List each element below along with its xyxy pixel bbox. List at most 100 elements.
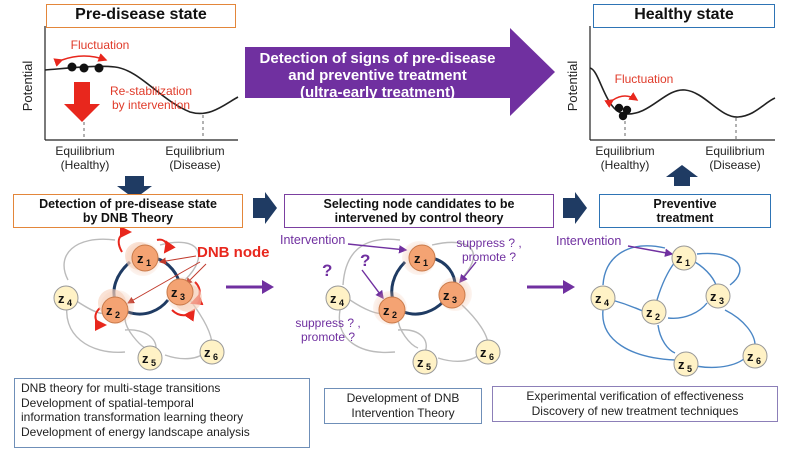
node-sub: 5 bbox=[687, 364, 692, 374]
node-z3: z bbox=[710, 289, 717, 304]
eq-disease-right: Equilibrium (Disease) bbox=[690, 144, 780, 172]
node-z6: z bbox=[747, 349, 754, 364]
eq-line2: (Disease) bbox=[709, 158, 761, 172]
eq-line2: (Healthy) bbox=[60, 158, 110, 172]
node-sub: 4 bbox=[67, 298, 72, 308]
node-z3: z bbox=[171, 285, 178, 300]
node-z5: z bbox=[417, 355, 424, 370]
eq-line2: (Healthy) bbox=[600, 158, 650, 172]
banner-line1: Detection of signs of pre-disease bbox=[259, 50, 496, 67]
node-z2: z bbox=[383, 303, 390, 318]
transition-arrow-1 bbox=[226, 280, 274, 294]
node-sub: 5 bbox=[426, 362, 431, 372]
step-preventive: Preventive treatment bbox=[599, 194, 771, 228]
step2-line2: intervened by control theory bbox=[334, 211, 504, 225]
info-line: Development of DNB bbox=[346, 391, 460, 405]
pre-disease-title: Pre-disease state bbox=[46, 4, 236, 28]
suppress-line2: promote ? bbox=[461, 250, 517, 264]
node-sub: 1 bbox=[423, 258, 428, 268]
node-sub: 2 bbox=[392, 310, 397, 320]
up-arrow bbox=[666, 165, 698, 186]
pre-disease-plot bbox=[44, 26, 239, 141]
suppress-promote-left: suppress ? , promote ? bbox=[283, 316, 373, 344]
eq-line1: Equilibrium bbox=[595, 144, 655, 158]
down-arrow bbox=[117, 176, 152, 199]
node-sub: 4 bbox=[604, 298, 609, 308]
step-selecting: Selecting node candidates to be interven… bbox=[284, 194, 554, 228]
node-sub: 1 bbox=[685, 258, 690, 268]
info-box-right: Experimental verification of effectivene… bbox=[492, 386, 778, 422]
info-line: DNB theory for multi-stage transitions bbox=[21, 381, 221, 395]
node-z3: z bbox=[443, 288, 450, 303]
flow-arrow-1 bbox=[253, 192, 277, 224]
network-dnb bbox=[53, 226, 225, 371]
node-z4: z bbox=[330, 291, 337, 306]
node-z5: z bbox=[142, 351, 149, 366]
eq-healthy-left: Equilibrium (Healthy) bbox=[40, 144, 130, 172]
node-sub: 6 bbox=[213, 352, 218, 362]
restabilization-line1: Re-stabilization bbox=[109, 84, 193, 98]
suppress-line1: suppress ? , bbox=[456, 236, 522, 250]
node-sub: 6 bbox=[756, 356, 761, 366]
node-sub: 2 bbox=[115, 310, 120, 320]
network-control bbox=[325, 238, 501, 375]
info-line: Discovery of new treatment techniques bbox=[531, 403, 739, 418]
transition-arrow-2 bbox=[527, 280, 575, 294]
potential-label-left: Potential bbox=[20, 61, 35, 112]
info-line: Intervention Theory bbox=[351, 405, 455, 420]
node-sub: 3 bbox=[719, 296, 724, 306]
banner-line2: and preventive treatment bbox=[288, 67, 467, 84]
suppress-line1: suppress ? , bbox=[295, 316, 361, 330]
banner-text: Detection of signs of pre-disease and pr… bbox=[245, 50, 510, 101]
question-mark: ? bbox=[360, 251, 370, 270]
eq-line2: (Disease) bbox=[169, 158, 221, 172]
healthy-plot bbox=[589, 26, 776, 141]
fluctuation-label-right: Fluctuation bbox=[614, 72, 674, 86]
info-line: Development of spatial-temporal bbox=[21, 395, 194, 410]
node-sub: 4 bbox=[339, 298, 344, 308]
node-sub: 5 bbox=[151, 358, 156, 368]
dnb-node-label: DNB node bbox=[197, 244, 270, 261]
node-z1: z bbox=[414, 251, 421, 266]
fluctuation-label-left: Fluctuation bbox=[70, 38, 130, 52]
eq-line1: Equilibrium bbox=[705, 144, 765, 158]
restabilization-arrow bbox=[64, 82, 100, 122]
banner-arrow bbox=[245, 28, 555, 116]
eq-healthy-right: Equilibrium (Healthy) bbox=[580, 144, 670, 172]
info-line: Experimental verification of effectivene… bbox=[526, 389, 744, 403]
healthy-title: Healthy state bbox=[593, 4, 775, 28]
node-z1: z bbox=[676, 251, 683, 266]
step3-line1: Preventive bbox=[653, 197, 717, 211]
suppress-line2: promote ? bbox=[300, 330, 356, 344]
node-z6: z bbox=[480, 345, 487, 360]
info-box-middle: Development of DNB Intervention Theory bbox=[324, 388, 482, 424]
suppress-promote-right: suppress ? , promote ? bbox=[446, 236, 532, 264]
node-sub: 2 bbox=[655, 312, 660, 322]
node-z1: z bbox=[137, 251, 144, 266]
node-sub: 3 bbox=[452, 295, 457, 305]
node-z2: z bbox=[646, 305, 653, 320]
step1-line1: Detection of pre-disease state bbox=[39, 197, 217, 211]
intervention-label-1: Intervention bbox=[280, 233, 346, 247]
node-z5: z bbox=[678, 357, 685, 372]
step1-line2: by DNB Theory bbox=[82, 211, 174, 225]
eq-line1: Equilibrium bbox=[165, 144, 225, 158]
node-z4: z bbox=[58, 291, 65, 306]
step2-line1: Selecting node candidates to be bbox=[323, 197, 515, 211]
potential-label-right: Potential bbox=[565, 61, 580, 112]
eq-line1: Equilibrium bbox=[55, 144, 115, 158]
info-box-left: DNB theory for multi-stage transitions D… bbox=[14, 378, 310, 448]
node-z4: z bbox=[595, 291, 602, 306]
restabilization-label: Re-stabilization by intervention bbox=[96, 84, 206, 112]
node-z6: z bbox=[204, 345, 211, 360]
question-mark: ? bbox=[322, 261, 332, 280]
step-detection: Detection of pre-disease state by DNB Th… bbox=[13, 194, 243, 228]
flow-arrow-2 bbox=[563, 192, 587, 224]
node-labels: z 1 z 2 z 3 z 4 z 5 z 6 z 1 z 2 z 3 z 4 … bbox=[58, 251, 761, 374]
intervention-label-2: Intervention bbox=[556, 234, 622, 248]
node-sub: 3 bbox=[180, 292, 185, 302]
restabilization-line2: by intervention bbox=[111, 98, 191, 112]
info-line: information transformation learning theo… bbox=[21, 410, 244, 424]
network-treated bbox=[590, 245, 768, 377]
